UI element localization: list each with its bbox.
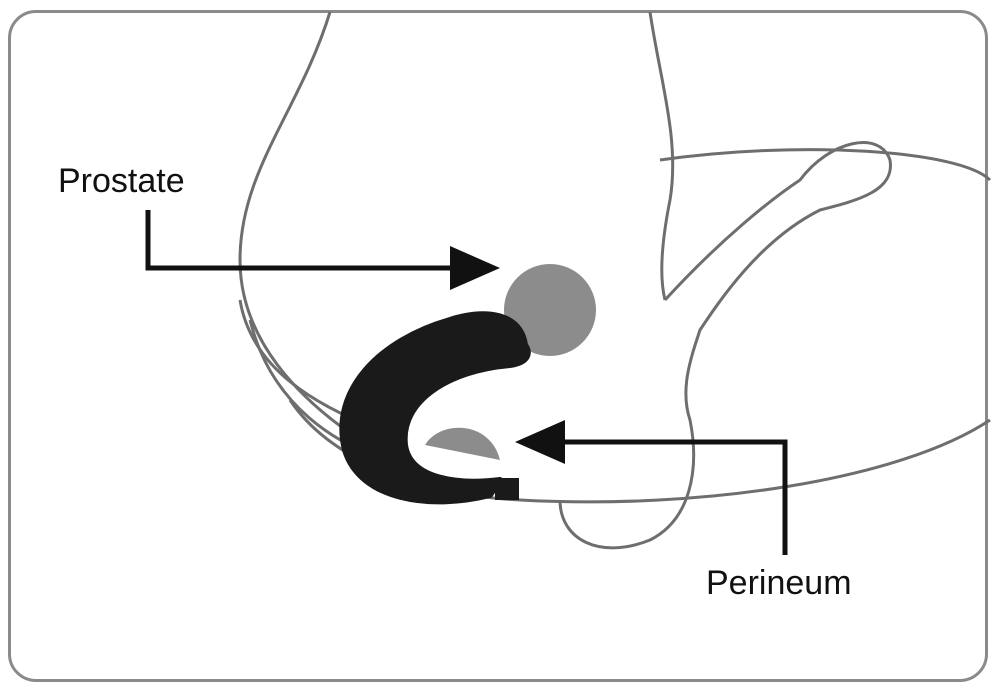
- perineum-arrow-head: [515, 420, 565, 464]
- perineum-label: Perineum: [706, 564, 852, 602]
- massager-device: [339, 311, 531, 505]
- prostate-organ: [504, 264, 596, 356]
- prostate-arrow-head: [450, 246, 500, 290]
- prostate-label: Prostate: [58, 162, 185, 200]
- body-outline-front: [648, 11, 675, 301]
- massager-tip: [495, 478, 519, 500]
- limb-outline: [558, 141, 892, 550]
- prostate-arrow-line: [145, 210, 455, 271]
- perineum-organ: [425, 427, 500, 460]
- perineum-arrow-line: [560, 439, 788, 555]
- diagram-frame: [8, 10, 988, 682]
- body-outline-back: [238, 11, 361, 442]
